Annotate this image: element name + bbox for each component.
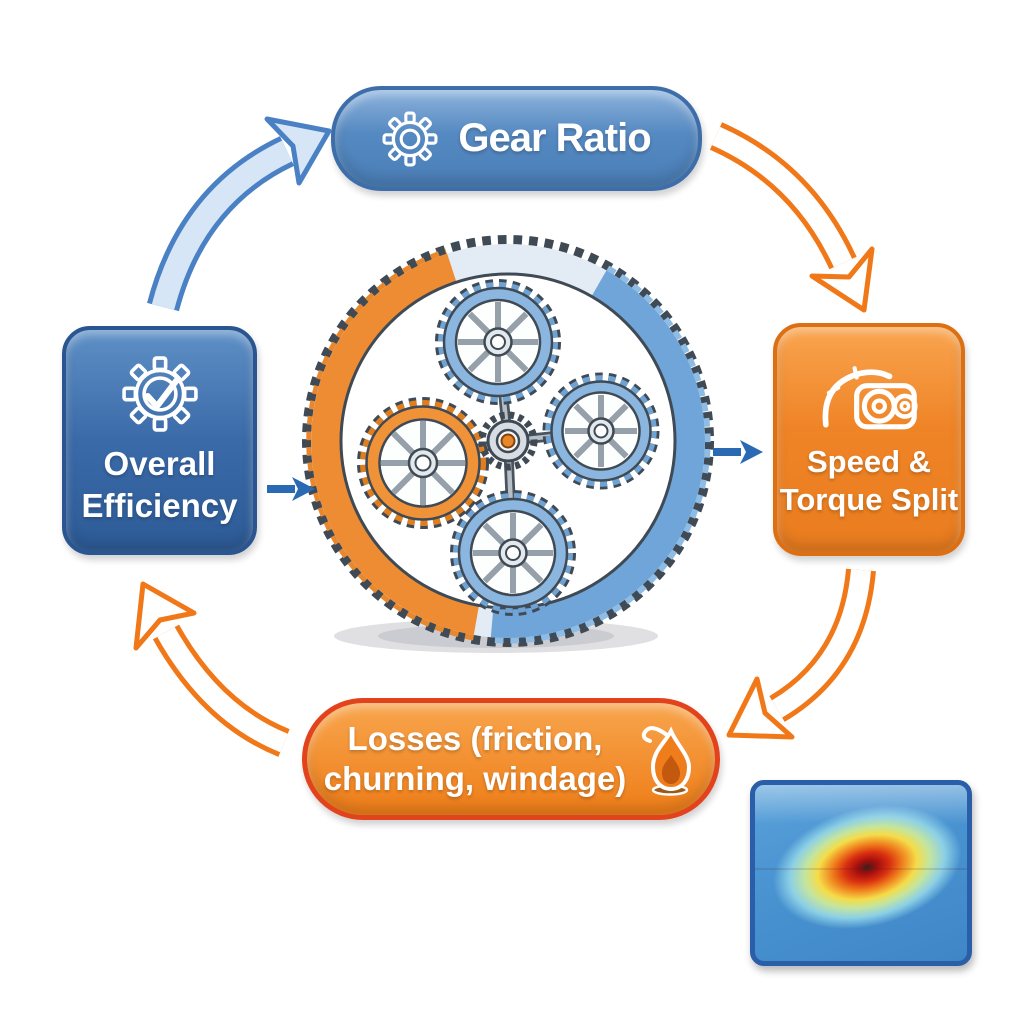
planet-carrier bbox=[421, 341, 602, 554]
speed-torque-split-label: Speed & Torque Split bbox=[779, 443, 959, 517]
planet-gear-bottom bbox=[450, 490, 576, 616]
arrow-losses-to-efficiency bbox=[133, 581, 290, 757]
arrow-gear-to-speed-torque bbox=[713, 440, 763, 464]
node-speed-torque-split: Speed & Torque Split bbox=[773, 323, 965, 556]
sun-gear-hub bbox=[478, 411, 538, 471]
arrow-efficiency-to-gear bbox=[267, 477, 315, 501]
node-losses: Losses (friction, churning, windage) bbox=[302, 698, 720, 820]
planet-gear-left bbox=[357, 397, 489, 529]
gear-shadow bbox=[334, 619, 658, 653]
flame-icon bbox=[641, 726, 692, 796]
overall-efficiency-label: Overall Efficiency bbox=[81, 445, 238, 524]
arrow-efficiency-to-gear-ratio bbox=[147, 116, 332, 312]
transmission-icon bbox=[822, 365, 918, 430]
loss-heatmap bbox=[750, 780, 972, 966]
planetary-gear-illustration bbox=[302, 235, 714, 653]
ring-gear-body bbox=[311, 244, 705, 638]
gear-ratio-label: Gear Ratio bbox=[458, 116, 651, 160]
ring-gear-teeth bbox=[302, 235, 714, 647]
planet-gear-top bbox=[435, 279, 561, 405]
gear-check-icon bbox=[121, 356, 198, 432]
losses-label: Losses (friction, churning, windage) bbox=[323, 719, 627, 797]
node-gear-ratio: Gear Ratio bbox=[331, 86, 702, 191]
arrow-speed-torque-to-losses bbox=[726, 568, 876, 740]
planet-gear-right bbox=[542, 372, 660, 490]
arrow-gear-ratio-to-speed-torque bbox=[709, 122, 875, 313]
gear-icon bbox=[382, 111, 438, 166]
node-overall-efficiency: Overall Efficiency bbox=[62, 326, 257, 555]
